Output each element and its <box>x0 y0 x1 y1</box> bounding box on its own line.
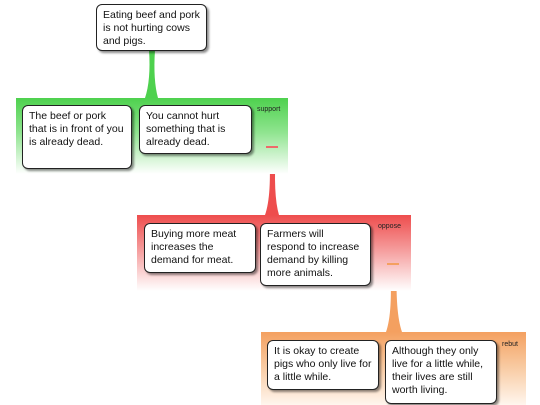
oppose-tick <box>387 263 399 265</box>
support-label: support <box>257 106 281 113</box>
support-node-1[interactable]: The beef or pork that is in front of you… <box>22 105 132 169</box>
connector-rebut <box>386 264 402 332</box>
oppose-label: oppose <box>378 223 401 230</box>
connector-support <box>145 50 158 98</box>
oppose-node-1[interactable]: Buying more meat increases the demand fo… <box>144 223 256 273</box>
connector-oppose <box>265 148 279 215</box>
rebut-node-1[interactable]: It is okay to create pigs who only live … <box>267 340 379 390</box>
support-node-2[interactable]: You cannot hurt something that is alread… <box>139 105 252 154</box>
root-claim-node[interactable]: Eating beef and pork is not hurting cows… <box>96 4 207 51</box>
support-tick <box>266 146 278 148</box>
rebut-label: rebut <box>502 341 518 348</box>
oppose-node-2[interactable]: Farmers will respond to increase demand … <box>260 223 371 286</box>
rebut-node-2[interactable]: Although they only live for a little whi… <box>385 340 497 404</box>
